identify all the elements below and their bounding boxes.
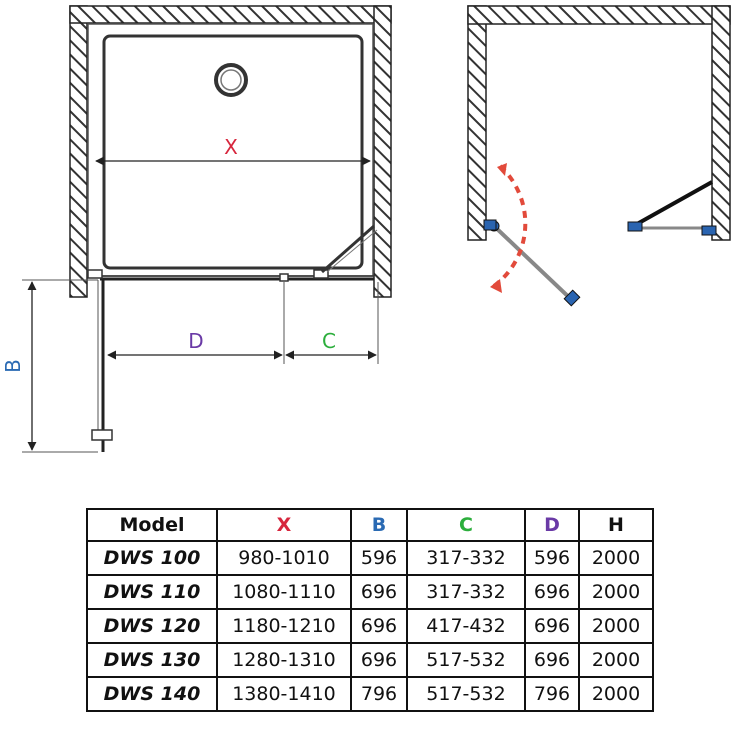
dimensions-table: Model X B C D H DWS 100 980-1010 596 317…: [86, 508, 654, 712]
cell-c: 317-332: [406, 574, 526, 610]
cell-d: 696: [524, 574, 580, 610]
right-swing-view: [467, 5, 731, 307]
cell-c: 517-532: [406, 676, 526, 712]
right-wall: [373, 5, 392, 298]
left-wall: [69, 5, 88, 298]
c-label: C: [322, 329, 336, 353]
table-header-row: Model X B C D H: [86, 508, 654, 542]
cell-x: 1180-1210: [216, 608, 352, 644]
cell-h: 2000: [578, 540, 654, 576]
back-wall: [69, 5, 392, 24]
cell-c: 417-432: [406, 608, 526, 644]
cell-x: 1280-1310: [216, 642, 352, 678]
cell-b: 796: [350, 676, 408, 712]
drain-icon: [214, 63, 248, 97]
swing-fixed-panel: [636, 180, 713, 226]
cell-b: 696: [350, 608, 408, 644]
swing-arc-arrow: [492, 164, 528, 288]
tray-inner: [102, 34, 364, 270]
cell-model: DWS 110: [86, 574, 218, 610]
cell-c: 517-532: [406, 642, 526, 678]
cell-model: DWS 140: [86, 676, 218, 712]
cell-h: 2000: [578, 608, 654, 644]
table-row: DWS 100 980-1010 596 317-332 596 2000: [86, 540, 654, 576]
cell-d: 796: [524, 676, 580, 712]
cell-h: 2000: [578, 642, 654, 678]
table-row: DWS 140 1380-1410 796 517-532 796 2000: [86, 676, 654, 712]
header-model: Model: [86, 508, 218, 542]
cell-b: 596: [350, 540, 408, 576]
cell-b: 696: [350, 574, 408, 610]
cell-d: 696: [524, 608, 580, 644]
header-x: X: [216, 508, 352, 542]
table-row: DWS 130 1280-1310 696 517-532 696 2000: [86, 642, 654, 678]
left-plan-view: X B D C: [1, 5, 392, 453]
fixed-panel: [321, 224, 375, 274]
swing-door: [492, 224, 576, 304]
header-b: B: [350, 508, 408, 542]
b-label: B: [1, 359, 25, 373]
shower-door-diagram: X B D C: [1, 5, 731, 453]
cell-h: 2000: [578, 574, 654, 610]
cell-model: DWS 130: [86, 642, 218, 678]
cell-model: DWS 100: [86, 540, 218, 576]
header-d: D: [524, 508, 580, 542]
cell-x: 1080-1110: [216, 574, 352, 610]
swing-back-wall: [467, 5, 731, 25]
d-label: D: [188, 329, 203, 353]
table-row: DWS 110 1080-1110 696 317-332 696 2000: [86, 574, 654, 610]
cell-model: DWS 120: [86, 608, 218, 644]
cell-c: 317-332: [406, 540, 526, 576]
cell-x: 980-1010: [216, 540, 352, 576]
swing-right-wall: [711, 5, 731, 241]
swing-left-wall: [467, 5, 487, 241]
cell-h: 2000: [578, 676, 654, 712]
x-label: X: [224, 135, 238, 159]
cell-x: 1380-1410: [216, 676, 352, 712]
cell-b: 696: [350, 642, 408, 678]
cell-d: 596: [524, 540, 580, 576]
header-h: H: [578, 508, 654, 542]
table-row: DWS 120 1180-1210 696 417-432 696 2000: [86, 608, 654, 644]
cell-d: 696: [524, 642, 580, 678]
header-c: C: [406, 508, 526, 542]
